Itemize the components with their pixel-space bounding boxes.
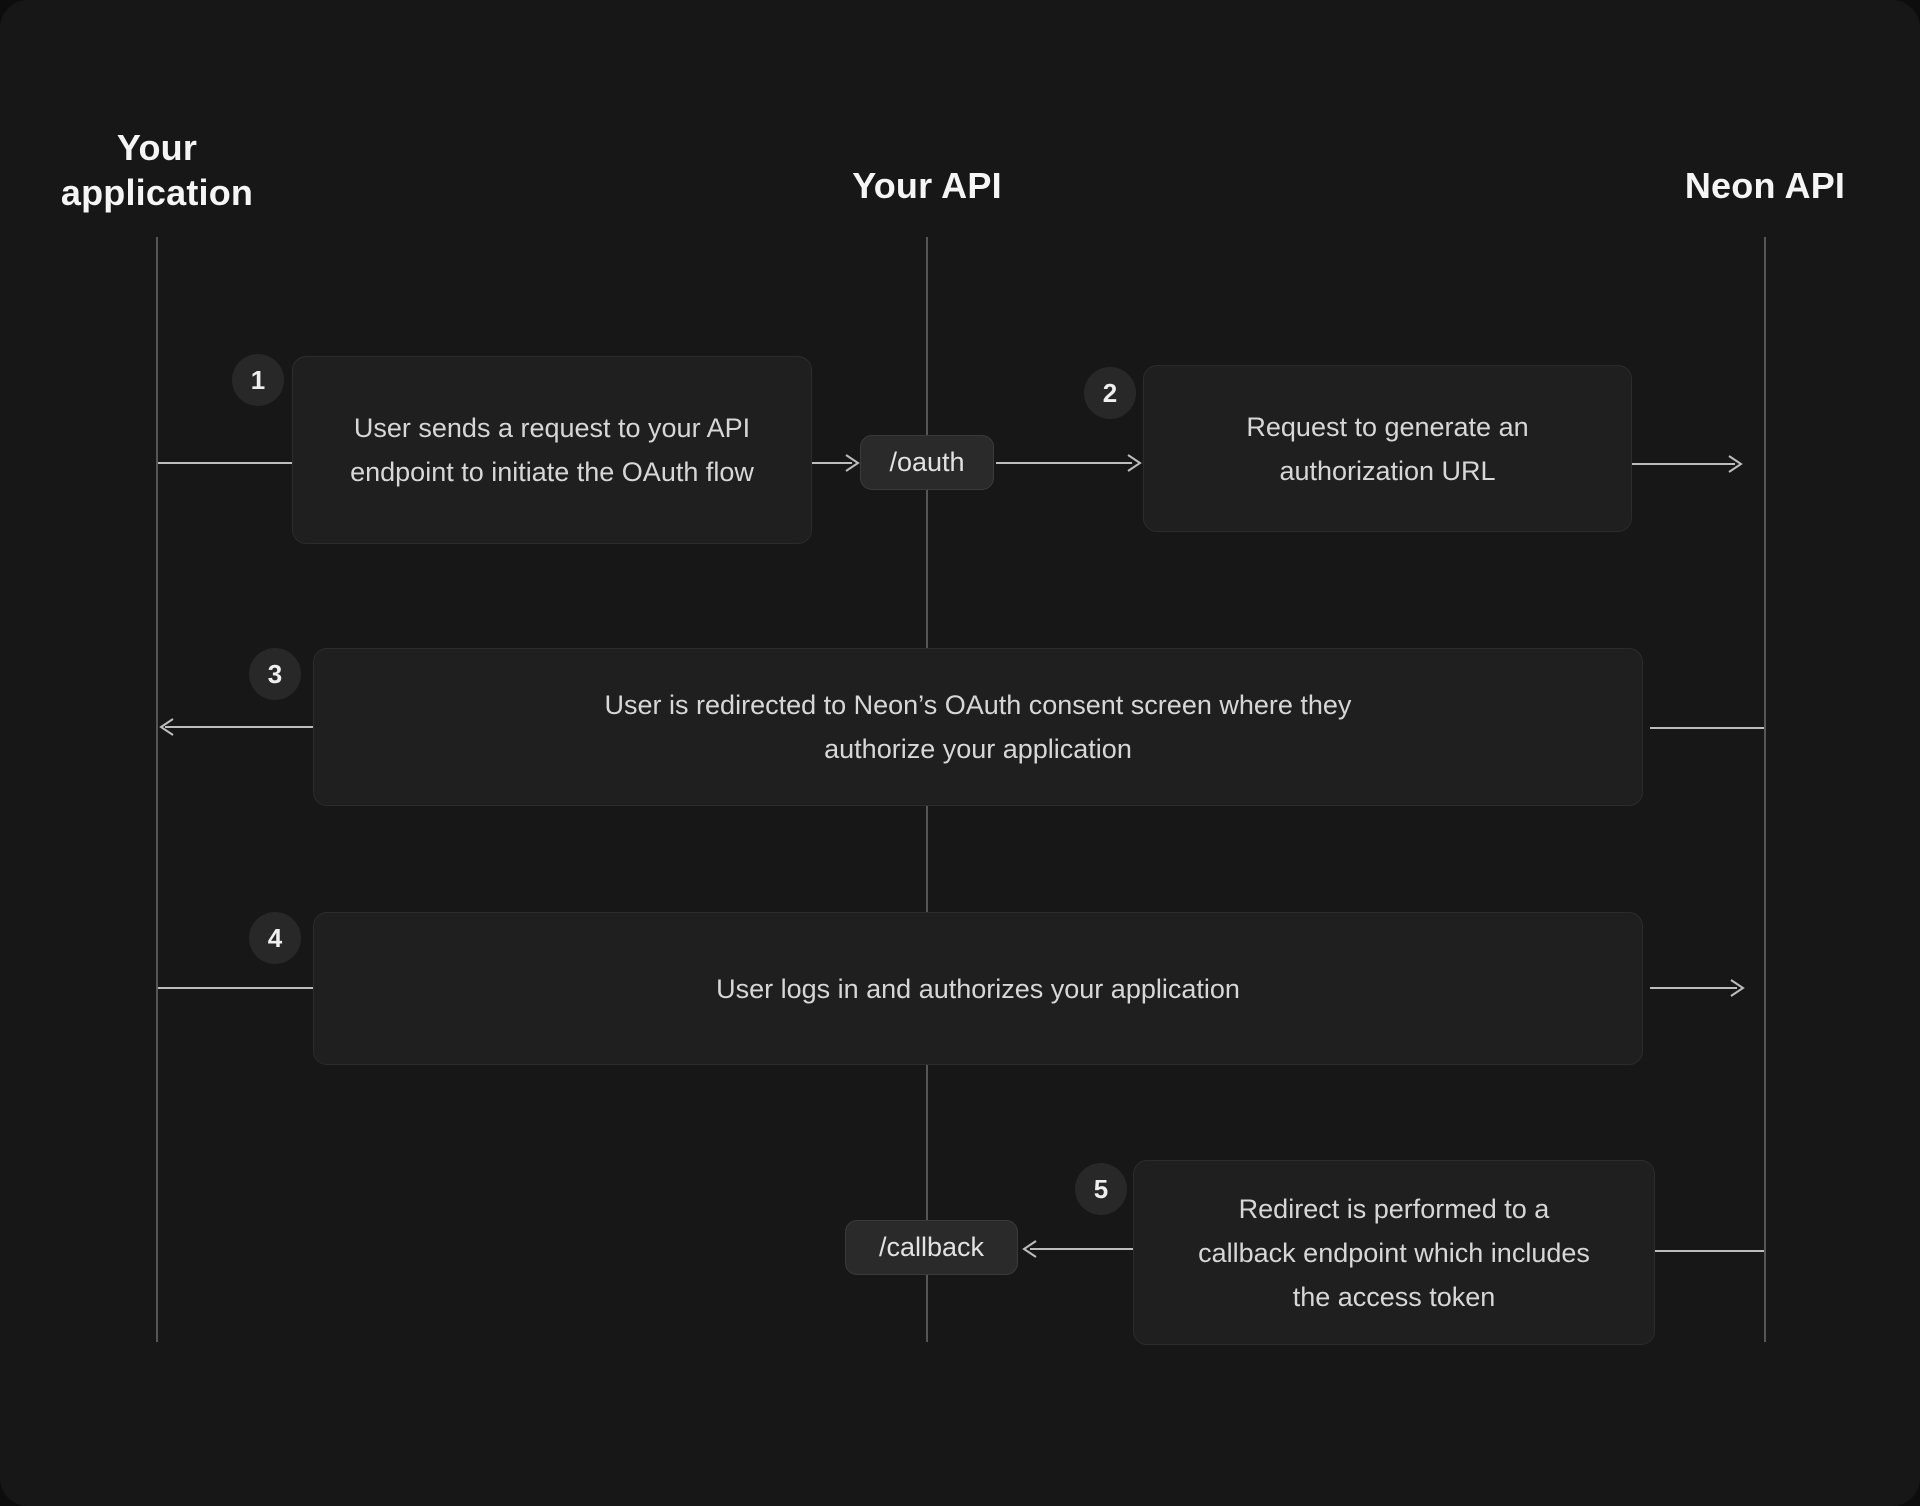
step-4-text: User logs in and authorizes your applica… [716, 973, 1240, 1004]
callback-endpoint-chip: /callback [845, 1220, 1018, 1275]
step-3-card: User is redirected to Neon’s OAuth conse… [313, 648, 1643, 806]
arrowhead-left-icon [1022, 1240, 1037, 1258]
step-1-text: User sends a request to your API endpoin… [350, 413, 754, 487]
oauth-endpoint-chip: /oauth [860, 435, 994, 490]
arrowhead-left-icon [159, 718, 174, 736]
arrowhead-right-icon [1730, 979, 1745, 997]
step-3-badge: 3 [249, 648, 301, 700]
step-1-card: User sends a request to your API endpoin… [292, 356, 812, 544]
step-5-badge: 5 [1075, 1163, 1127, 1215]
step-4-card: User logs in and authorizes your applica… [313, 912, 1643, 1065]
arrowhead-right-icon [845, 454, 860, 472]
step-2-card: Request to generate an authorization URL [1143, 365, 1632, 532]
step-2-text: Request to generate an authorization URL [1246, 411, 1529, 486]
arrowhead-right-icon [1127, 454, 1142, 472]
lane-header-neon-api: Neon API [1684, 165, 1846, 206]
lane-header-your-api: Your API [852, 165, 1002, 206]
arrowhead-right-icon [1728, 455, 1743, 473]
lane-header-your-application: Your application [60, 127, 254, 213]
step-2-badge: 2 [1084, 367, 1136, 419]
step-1-badge: 1 [232, 354, 284, 406]
step-4-badge: 4 [249, 912, 301, 964]
step-5-card: Redirect is performed to a callback endp… [1133, 1160, 1655, 1345]
step-5-text: Redirect is performed to a callback endp… [1198, 1193, 1590, 1312]
step-3-text: User is redirected to Neon’s OAuth conse… [604, 690, 1352, 764]
